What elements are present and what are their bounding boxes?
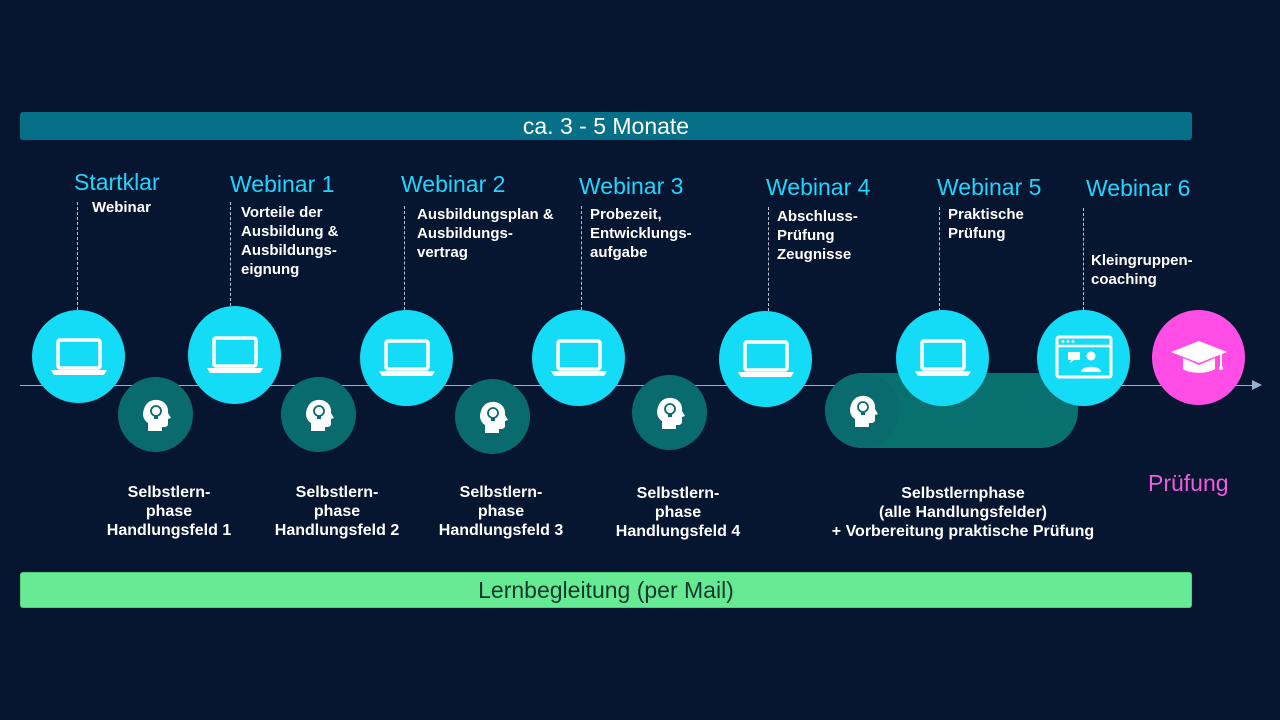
milestone-desc-webinar-5: Praktische Prüfung — [948, 205, 1024, 243]
milestone-title-webinar-5: Webinar 5 — [937, 174, 1042, 200]
self-study-label-5: Selbstlernphase (alle Handlungsfelder) +… — [823, 484, 1103, 541]
connector-line — [768, 207, 769, 311]
desc-line: Webinar — [92, 199, 151, 216]
milestone-title-startklar: Startklar — [74, 169, 160, 195]
webinar-node-3 — [532, 310, 625, 406]
connector-line — [1083, 208, 1084, 310]
label-line: Selbstlern- — [295, 484, 379, 501]
desc-line: Prüfung — [948, 225, 1006, 242]
head-lightbulb-icon — [849, 395, 878, 427]
webinar-node-2 — [360, 310, 453, 406]
head-lightbulb-icon — [479, 401, 508, 433]
self-study-3 — [455, 379, 530, 454]
learning-support-bar: Lernbegleitung (per Mail) — [20, 572, 1192, 608]
label-line: Selbstlernphase — [901, 485, 1025, 502]
milestone-desc-webinar-2: Ausbildungsplan & Ausbildungs- vertrag — [417, 205, 554, 262]
label-line: Handlungsfeld 2 — [274, 522, 400, 539]
label-line: phase — [654, 504, 702, 521]
label-line: + Vorbereitung praktische Prüfung — [831, 523, 1095, 540]
webinar-node-5 — [896, 310, 989, 406]
milestone-desc-webinar-1: Vorteile der Ausbildung & Ausbildungs- e… — [241, 203, 339, 279]
desc-line: Vorteile der — [241, 204, 323, 221]
label-line: (alle Handlungsfelder) — [878, 504, 1048, 521]
final-exam-node — [1152, 310, 1245, 405]
self-study-2 — [281, 377, 356, 452]
webinar-node-startklar — [32, 310, 125, 403]
laptop-icon — [737, 340, 794, 377]
self-study-4 — [632, 375, 707, 450]
label-line: Handlungsfeld 3 — [438, 522, 564, 539]
timeline-arrow-icon — [1252, 380, 1262, 390]
head-lightbulb-icon — [305, 399, 334, 431]
duration-label: ca. 3 - 5 Monate — [522, 112, 690, 139]
connector-line — [939, 207, 940, 311]
laptop-icon — [50, 337, 107, 375]
label-line: Handlungsfeld 4 — [615, 523, 741, 540]
label-line: phase — [477, 503, 525, 520]
milestone-title-webinar-1: Webinar 1 — [230, 171, 335, 197]
connector-line — [581, 206, 582, 310]
milestone-title-webinar-2: Webinar 2 — [401, 171, 506, 197]
milestone-desc-webinar-3: Probezeit, Entwicklungs- aufgabe — [590, 205, 692, 262]
head-lightbulb-icon — [142, 399, 171, 431]
desc-line: vertrag — [417, 244, 468, 261]
self-study-label-2: Selbstlern- phase Handlungsfeld 2 — [272, 483, 402, 540]
label-line: Selbstlern- — [127, 484, 211, 501]
desc-line: Kleingruppen- — [1091, 252, 1193, 269]
self-study-1 — [118, 377, 193, 452]
webinar-node-4 — [719, 311, 812, 407]
desc-line: Entwicklungs- — [590, 225, 692, 242]
milestone-title-webinar-3: Webinar 3 — [579, 173, 684, 199]
milestone-desc-startklar: Webinar — [92, 198, 151, 217]
milestone-title-webinar-4: Webinar 4 — [766, 174, 871, 200]
label-line: phase — [313, 503, 361, 520]
desc-line: aufgabe — [590, 244, 648, 261]
video-call-icon — [1055, 335, 1112, 379]
desc-line: coaching — [1091, 271, 1157, 288]
milestone-desc-webinar-6: Kleingruppen- coaching — [1091, 251, 1193, 289]
label-line: Selbstlern- — [459, 484, 543, 501]
desc-line: Prüfung — [777, 227, 835, 244]
self-study-label-3: Selbstlern- phase Handlungsfeld 3 — [436, 483, 566, 540]
self-study-5 — [825, 373, 900, 448]
milestone-title-webinar-6: Webinar 6 — [1086, 175, 1191, 201]
label-line: Handlungsfeld 1 — [106, 522, 232, 539]
graduation-cap-icon — [1170, 340, 1227, 373]
laptop-icon — [206, 336, 263, 373]
head-lightbulb-icon — [656, 397, 685, 429]
desc-line: Probezeit, — [590, 206, 662, 223]
desc-line: Abschluss- — [777, 208, 858, 225]
self-study-label-4: Selbstlern- phase Handlungsfeld 4 — [613, 484, 743, 541]
desc-line: Ausbildungsplan & — [417, 206, 554, 223]
label-line: phase — [145, 503, 193, 520]
desc-line: Ausbildungs- — [241, 242, 337, 259]
desc-line: Ausbildung & — [241, 223, 339, 240]
laptop-icon — [914, 339, 971, 376]
desc-line: Ausbildungs- — [417, 225, 513, 242]
final-exam-label: Prüfung — [1148, 470, 1229, 496]
desc-line: Zeugnisse — [777, 246, 852, 263]
laptop-icon — [550, 339, 607, 376]
desc-line: Praktische — [948, 206, 1024, 223]
label-line: Selbstlern- — [636, 485, 720, 502]
connector-line — [404, 206, 405, 310]
duration-bar: ca. 3 - 5 Monate — [20, 112, 1192, 140]
learning-support-label: Lernbegleitung (per Mail) — [478, 576, 734, 603]
desc-line: eignung — [241, 261, 300, 278]
webinar-node-6 — [1037, 310, 1130, 406]
connector-line — [230, 202, 231, 306]
connector-line — [77, 202, 78, 310]
timeline-axis — [20, 385, 1256, 386]
self-study-label-1: Selbstlern- phase Handlungsfeld 1 — [104, 483, 234, 540]
milestone-desc-webinar-4: Abschluss- Prüfung Zeugnisse — [777, 207, 858, 264]
webinar-node-1 — [188, 306, 281, 404]
laptop-icon — [378, 339, 435, 376]
